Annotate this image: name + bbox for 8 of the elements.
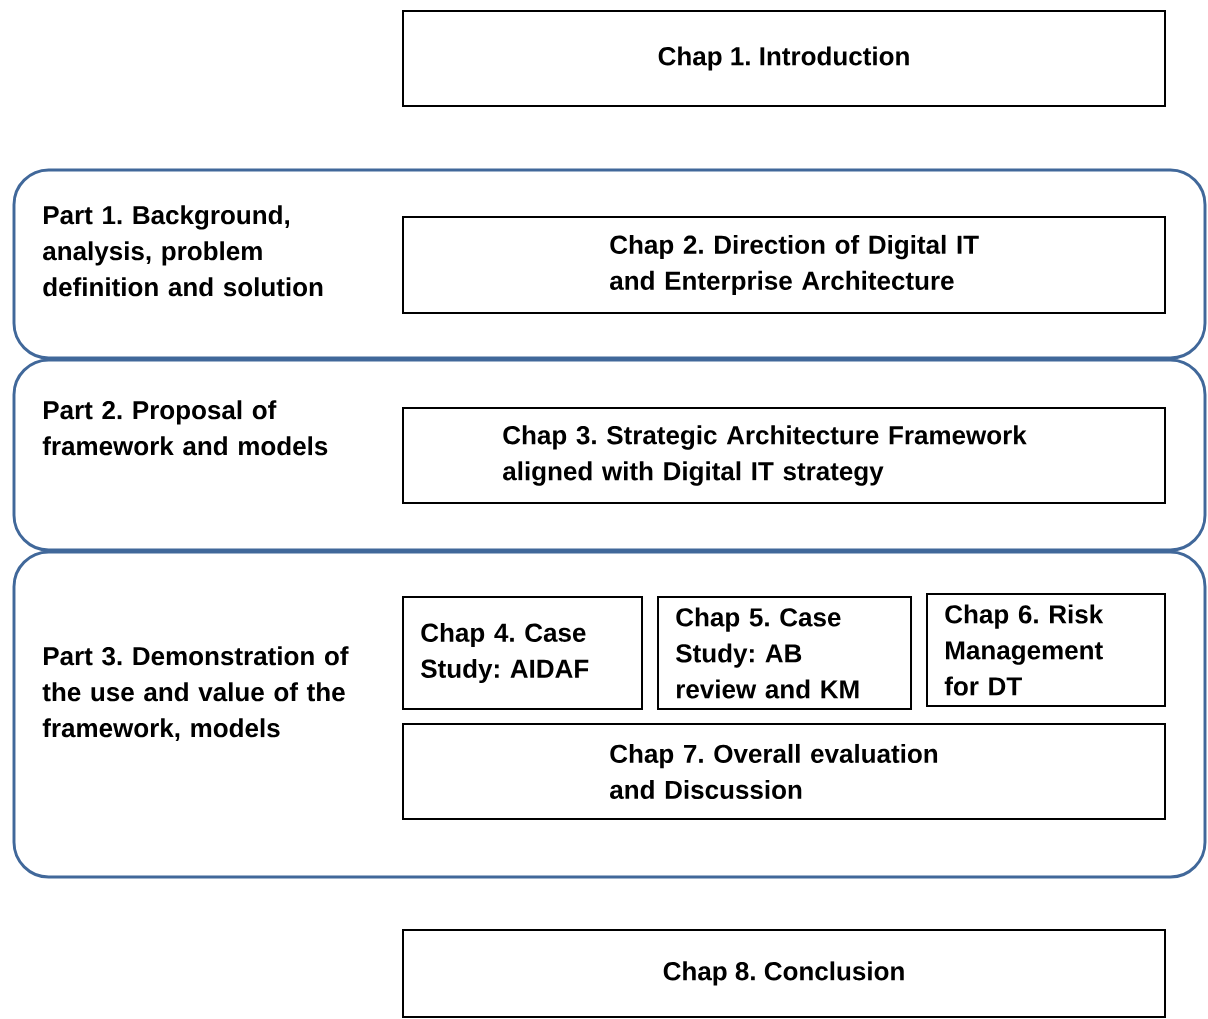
chapter-box: Chap 7. Overall evaluation and Discussion — [402, 723, 1166, 820]
chapter-box: Chap 1. Introduction — [402, 10, 1166, 107]
chapter-box: Chap 8. Conclusion — [402, 929, 1166, 1018]
chapter-box: Chap 4. Case Study: AIDAF — [402, 596, 643, 710]
chapter-box: Chap 6. Risk Management for DT — [926, 593, 1166, 707]
chapter-box: Chap 5. Case Study: AB review and KM — [657, 596, 912, 710]
chapter-box: Chap 3. Strategic Architecture Framework aligned with Digital IT strategy — [402, 407, 1166, 504]
chapter-box: Chap 2. Direction of Digital IT and Enterprise Architecture — [402, 216, 1166, 314]
